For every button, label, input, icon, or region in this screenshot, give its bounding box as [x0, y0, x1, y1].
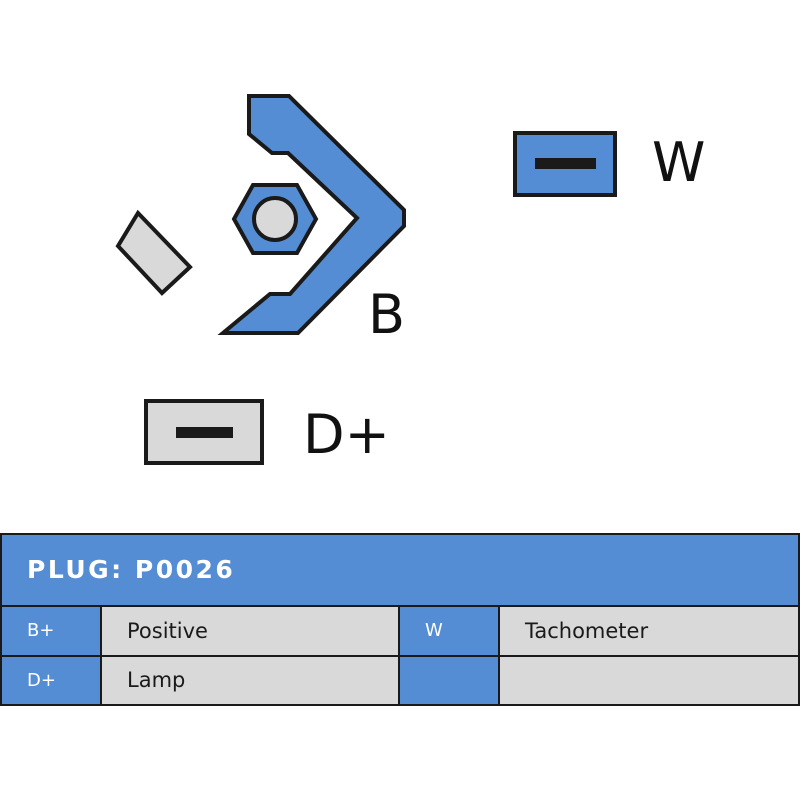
b-terminal-chevron [217, 94, 406, 335]
connector-diagram [115, 94, 617, 465]
b-stud-bolt [252, 196, 298, 242]
w-terminal-slot [535, 158, 596, 169]
pin-desc-lamp: Lamp [102, 657, 398, 704]
b-terminal-label: B [368, 283, 406, 346]
angled-terminal [115, 209, 193, 296]
pin-code-w: W [400, 607, 498, 655]
pin-table: PLUG: P0026 B+ Positive W Tachometer D+ … [0, 533, 800, 706]
pin-code-b-plus: B+ [2, 607, 100, 655]
dplus-terminal-label: D+ [303, 403, 390, 466]
dplus-terminal [144, 399, 264, 465]
pin-desc-positive: Positive [102, 607, 398, 655]
pin-code-empty [400, 657, 498, 704]
pin-desc-tachometer: Tachometer [500, 607, 798, 655]
w-terminal-label: W [652, 131, 706, 194]
dplus-terminal-slot [176, 427, 233, 438]
plug-title: PLUG: P0026 [2, 535, 798, 605]
pin-code-d-plus: D+ [2, 657, 100, 704]
pin-desc-empty [500, 657, 798, 704]
